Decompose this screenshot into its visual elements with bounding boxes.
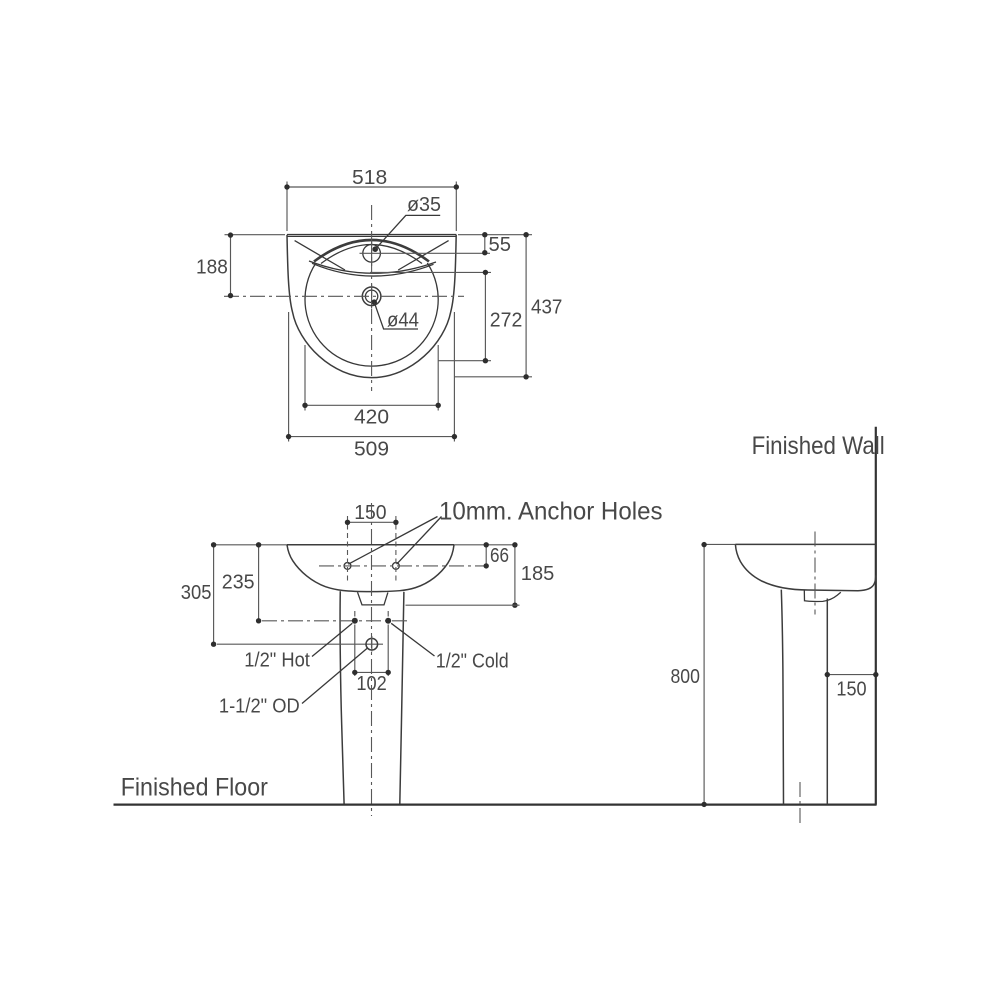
svg-text:150: 150 [354, 502, 386, 524]
svg-text:1/2" Hot: 1/2" Hot [244, 650, 310, 672]
svg-text:305: 305 [181, 582, 212, 604]
svg-text:Finished Floor: Finished Floor [121, 774, 268, 802]
svg-text:10mm. Anchor Holes: 10mm. Anchor Holes [439, 498, 663, 526]
svg-text:272: 272 [490, 309, 523, 331]
svg-text:188: 188 [196, 256, 228, 278]
svg-text:518: 518 [352, 167, 387, 189]
svg-text:235: 235 [222, 572, 255, 594]
svg-text:420: 420 [354, 407, 389, 429]
svg-text:185: 185 [521, 563, 555, 585]
svg-text:66: 66 [490, 545, 509, 567]
svg-text:1/2" Cold: 1/2" Cold [436, 651, 509, 673]
svg-text:102: 102 [356, 673, 386, 695]
svg-text:150: 150 [836, 679, 866, 701]
svg-text:ø44: ø44 [387, 309, 419, 331]
svg-text:800: 800 [671, 666, 700, 688]
svg-text:437: 437 [531, 297, 562, 319]
svg-text:55: 55 [489, 234, 512, 256]
svg-text:ø35: ø35 [407, 194, 441, 216]
svg-text:509: 509 [354, 438, 389, 460]
svg-text:1-1/2" OD: 1-1/2" OD [219, 696, 300, 718]
svg-text:Finished Wall: Finished Wall [752, 432, 885, 460]
